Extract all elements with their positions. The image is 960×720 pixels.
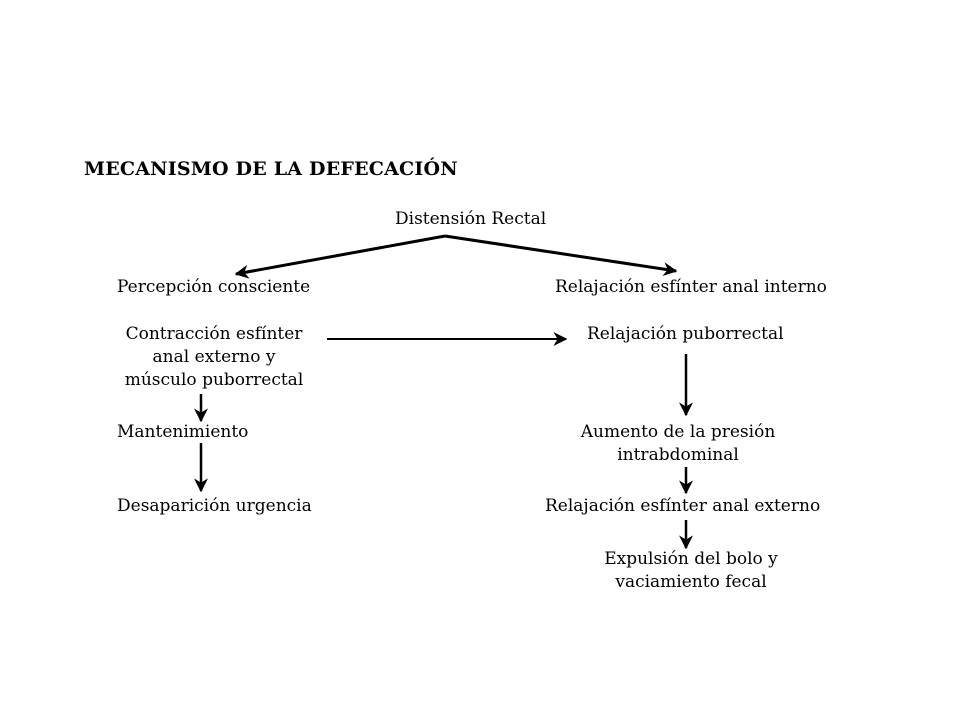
node-label: Relajación esfínter anal externo xyxy=(545,496,821,516)
arrow-distension-to-relajacion-interno xyxy=(444,234,678,277)
node-relajacion-esfinter-interno: Relajación esfínter anal interno xyxy=(555,276,827,299)
node-label: Distensión Rectal xyxy=(395,209,547,229)
node-label-line-1: Contracción esfínter xyxy=(125,324,303,344)
arrow-distension-to-percepcion xyxy=(234,234,446,279)
node-label: Mantenimiento xyxy=(117,422,249,442)
node-label-line-1: Expulsión del bolo y xyxy=(604,549,778,569)
node-expulsion-bolo: Expulsión del bolo y vaciamiento fecal xyxy=(604,548,778,594)
node-label-line-2: anal externo y xyxy=(152,347,276,367)
node-label-line-2: vaciamiento fecal xyxy=(615,572,767,592)
node-label-line-1: Aumento de la presión xyxy=(580,422,776,442)
node-percepcion-consciente: Percepción consciente xyxy=(117,276,310,299)
node-label-line-2: intrabdominal xyxy=(617,445,739,465)
node-desaparicion-urgencia: Desaparición urgencia xyxy=(117,495,312,518)
node-relajacion-esfinter-externo: Relajación esfínter anal externo xyxy=(545,495,820,518)
node-relajacion-puborrectal: Relajación puborrectal xyxy=(587,323,784,346)
node-label-line-3: músculo puborrectal xyxy=(124,370,304,390)
node-label: Percepción consciente xyxy=(117,277,311,297)
node-label: Relajación puborrectal xyxy=(587,324,784,344)
node-distension-rectal: Distensión Rectal xyxy=(395,208,546,231)
node-label: Desaparición urgencia xyxy=(117,496,312,516)
diagram-title: MECANISMO DE LA DEFECACIÓN xyxy=(84,158,458,180)
node-contraccion-esfinter: Contracción esfínter anal externo y músc… xyxy=(125,323,304,392)
node-aumento-presion: Aumento de la presión intrabdominal xyxy=(581,421,776,467)
node-label: Relajación esfínter anal interno xyxy=(555,277,827,297)
node-mantenimiento: Mantenimiento xyxy=(117,421,248,444)
